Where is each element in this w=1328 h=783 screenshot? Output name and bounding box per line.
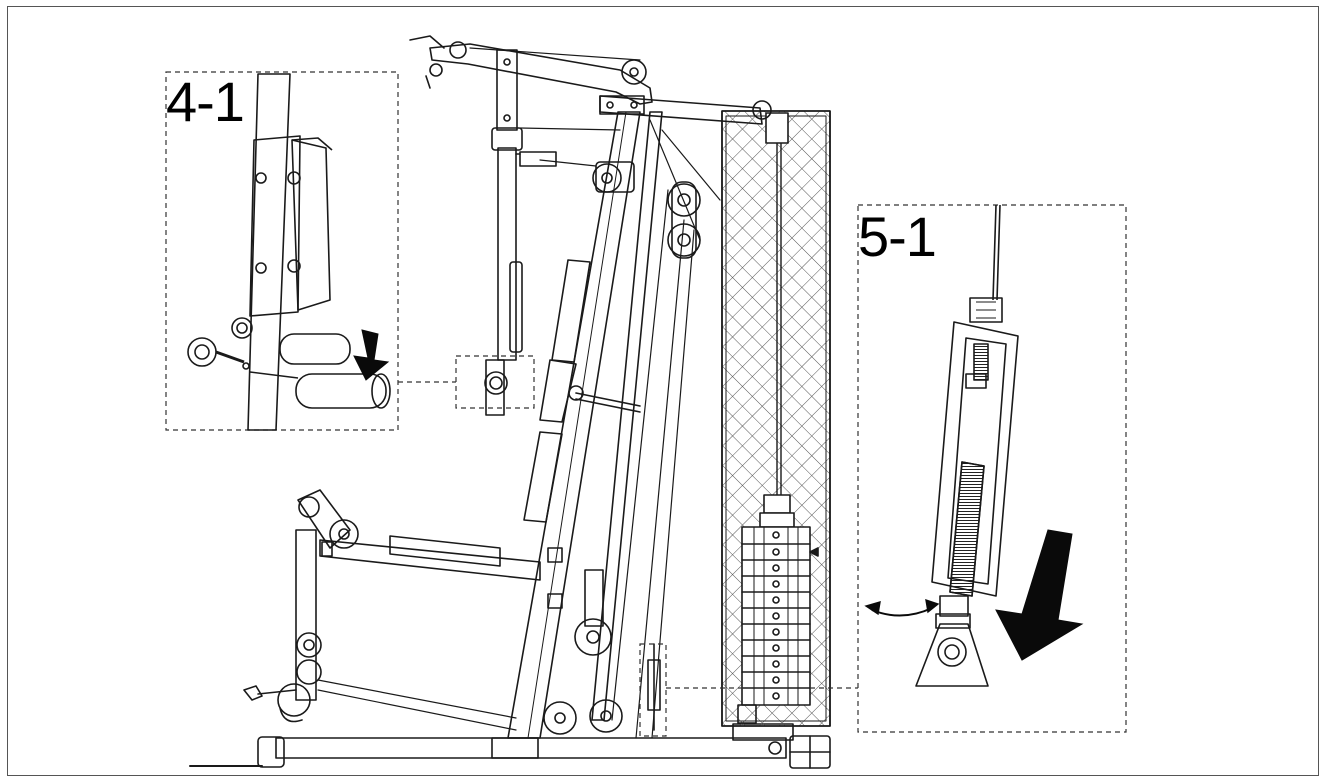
base-frame <box>189 723 831 769</box>
main-upright <box>507 111 695 739</box>
callout-label-4-1: 4-1 <box>166 70 245 133</box>
seat-frame <box>243 489 563 731</box>
press-arm <box>484 127 557 416</box>
arrow-down-large <box>995 529 1084 661</box>
tension-rod <box>647 643 661 731</box>
weight-plates <box>737 526 819 724</box>
rotate-double-arrow <box>864 598 940 617</box>
arrow-down-small <box>353 329 390 381</box>
pulley-plate-upper <box>496 49 518 131</box>
detail-box-4-1 <box>165 71 535 431</box>
detail-5-1-drawing <box>915 204 1019 687</box>
diagram-frame <box>7 6 1319 776</box>
detail-box-5-1 <box>639 204 1127 737</box>
detail-4-1-drawing <box>187 73 391 431</box>
weight-stack-guard <box>721 110 831 727</box>
callout-label-5-1: 5-1 <box>858 205 937 268</box>
top-boom <box>409 35 772 125</box>
cable-pulleys <box>519 119 721 735</box>
back-pad <box>523 259 641 523</box>
